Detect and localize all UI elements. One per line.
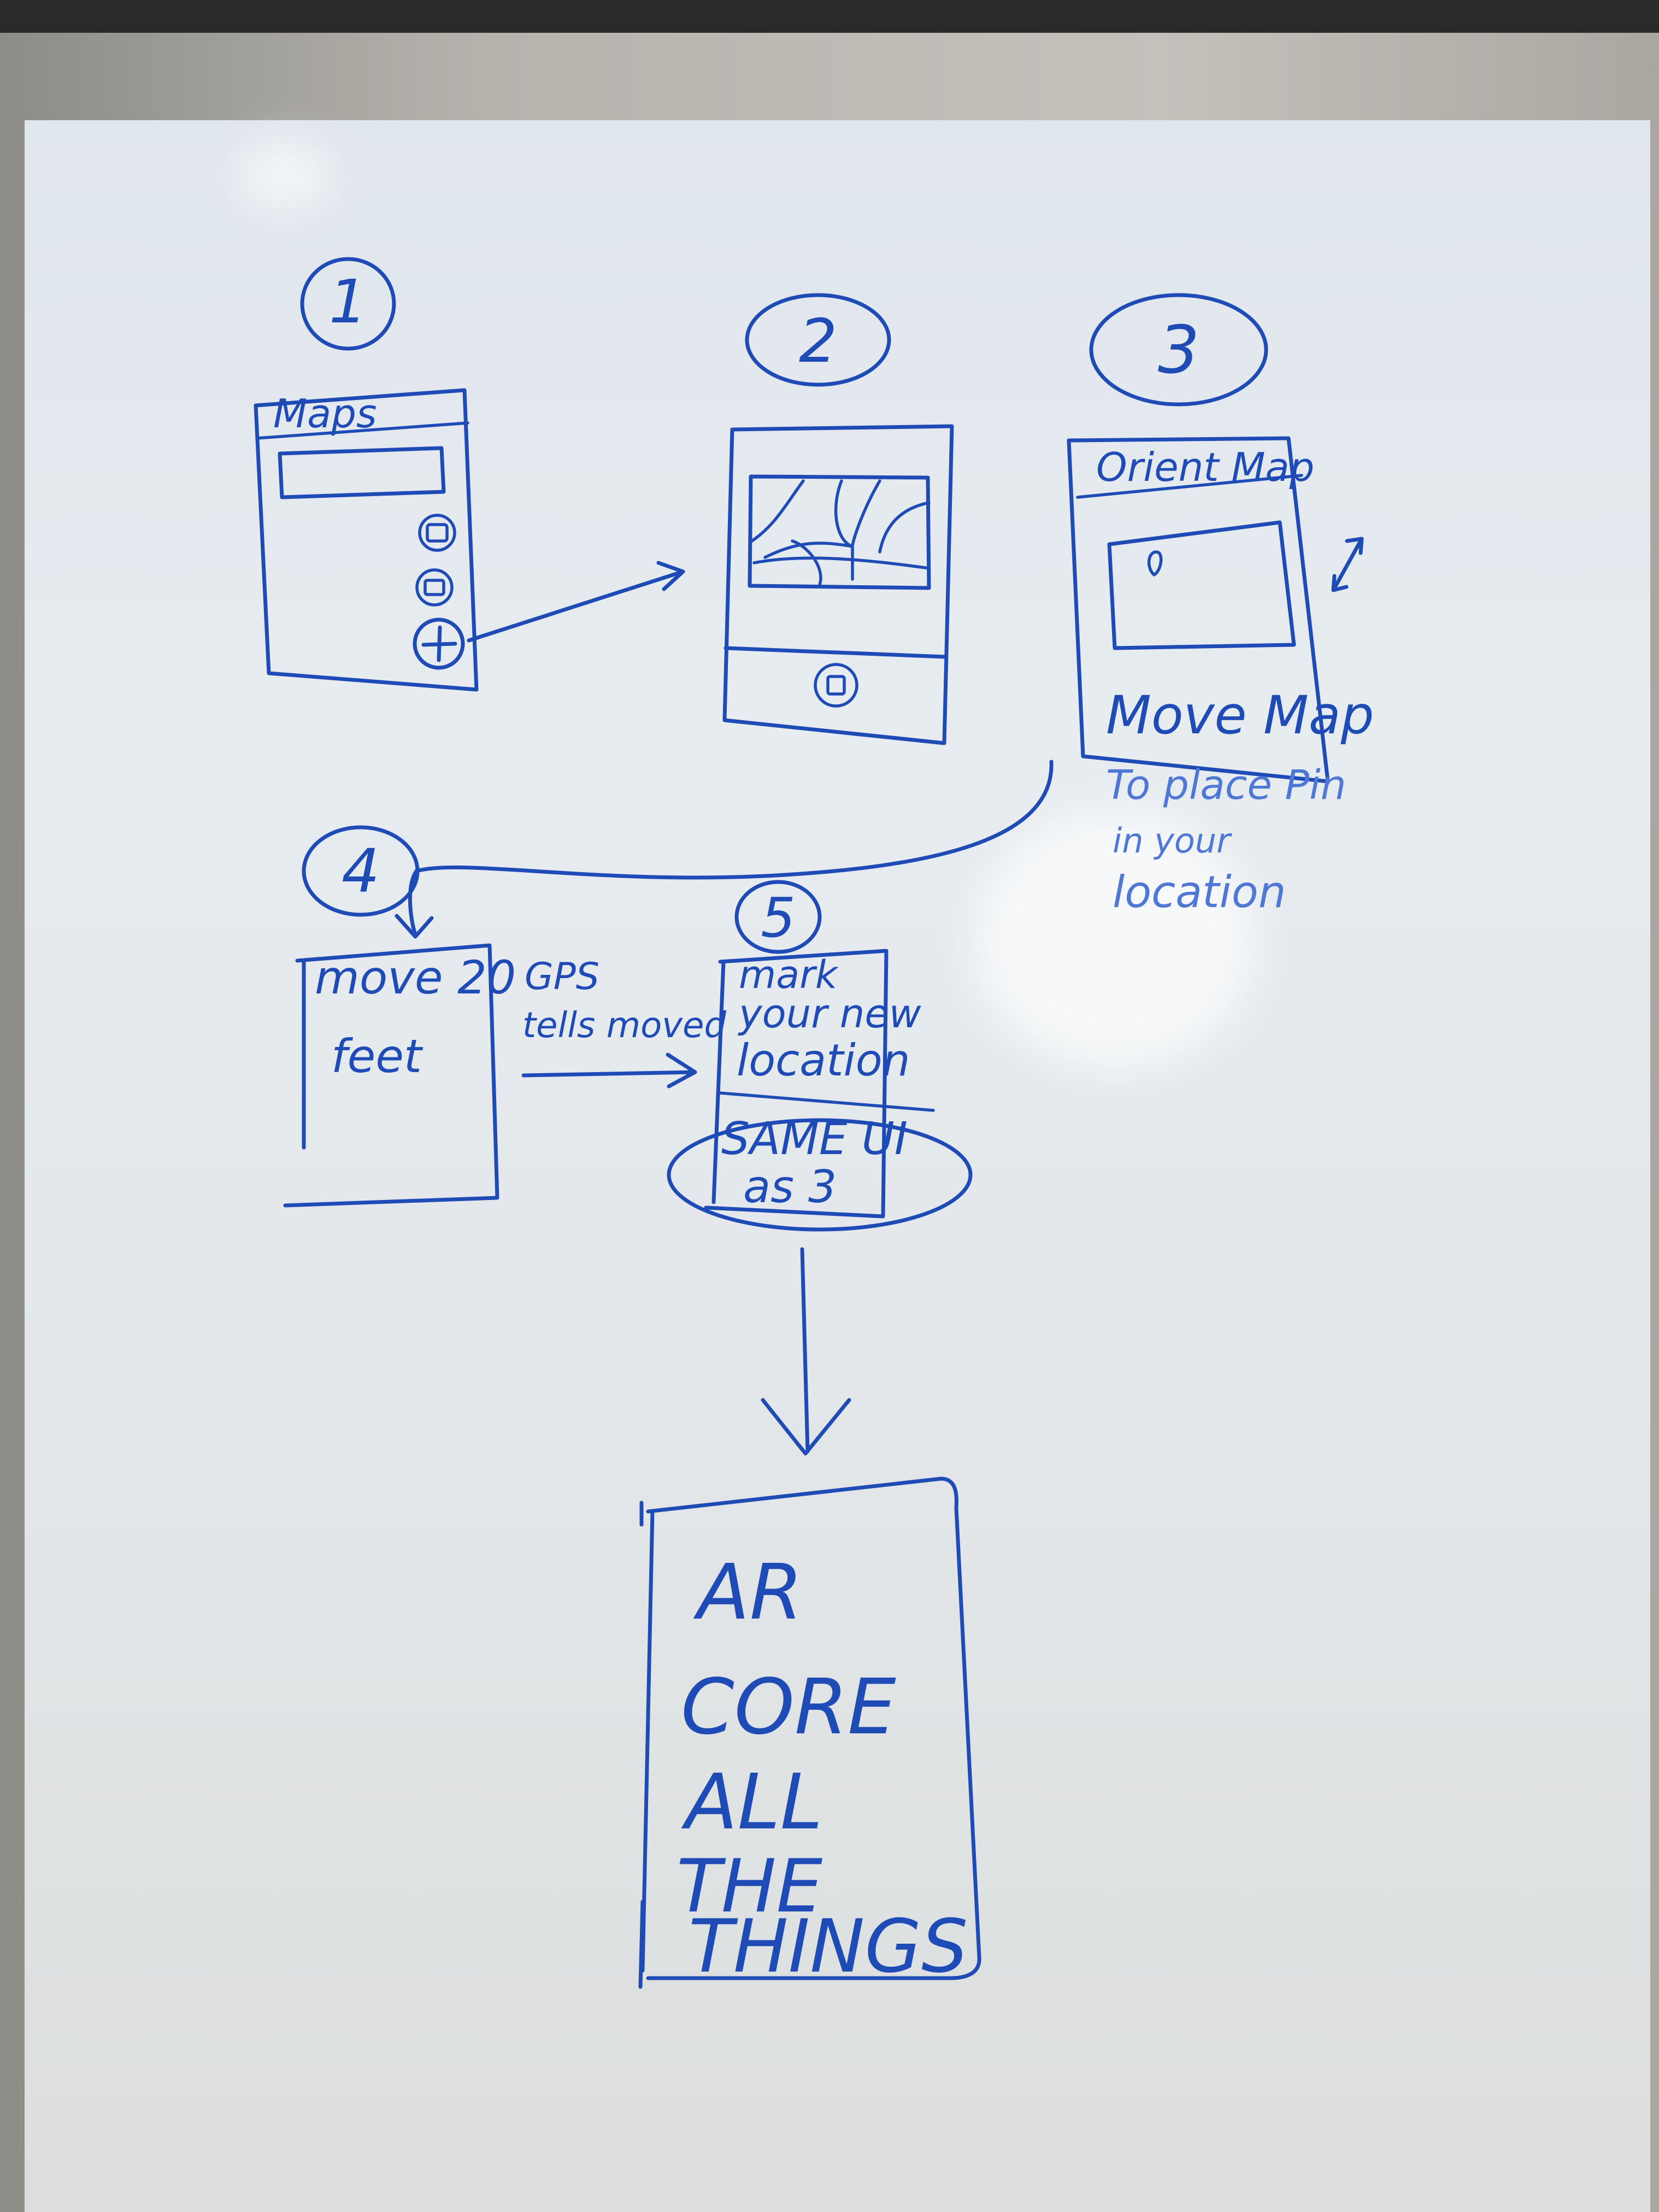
same-ui-ellipse: [667, 1118, 973, 1232]
light-glare-small: [235, 142, 333, 208]
step-2-map-frame: [748, 474, 931, 590]
step-1-search-box: [278, 446, 446, 499]
resize-icon: [1331, 537, 1364, 592]
step-5-number: 5: [761, 886, 796, 950]
step-1-number: 1: [329, 267, 367, 337]
arrow-step1-to-step2: [467, 561, 685, 643]
step-3-body: Move Map: [1106, 685, 1374, 746]
arrow-step5-to-final: [761, 1247, 851, 1456]
pin-icon: [1147, 550, 1163, 576]
step-1-phone: [254, 388, 479, 692]
step-4-number: 4: [342, 836, 380, 906]
gps-label-2: tells moved: [522, 1005, 726, 1046]
step-5-line-3: location: [737, 1035, 910, 1086]
step-1-camera-button: [418, 514, 456, 552]
camera-icon: [426, 523, 449, 543]
step-2-phone: [722, 424, 954, 745]
step-1-add-button: [413, 617, 465, 670]
step-2-number: 2: [799, 306, 837, 376]
step-2-circle: [745, 293, 891, 387]
step-3-note-3: location: [1113, 867, 1286, 917]
folder-icon: [423, 579, 445, 596]
step-4-phone: [283, 943, 499, 1208]
step-4-line-2: feet: [331, 1029, 423, 1083]
step-3-phone: [1067, 436, 1330, 784]
step-1-folder-button: [415, 568, 454, 607]
final-phone: [638, 1476, 981, 1989]
arrow-step3-to-step4: [395, 760, 1054, 939]
step-4-circle: [302, 825, 420, 917]
step-3-title: Orient Map: [1096, 444, 1314, 490]
same-ui-line-1: SAME UI: [721, 1113, 908, 1165]
plus-icon: [421, 625, 457, 662]
step-5-line-2: your new: [738, 991, 921, 1037]
step-1-header-line: [255, 421, 469, 440]
step-1-circle: [300, 257, 396, 351]
step-3-number: 3: [1158, 313, 1199, 389]
step-5-phone: [704, 949, 889, 1219]
final-line-2: CORE: [681, 1663, 896, 1752]
step-2-map-roads: [750, 479, 931, 586]
final-line-1: AR: [693, 1548, 803, 1637]
step-5-line-1: mark: [739, 952, 839, 997]
step-5-underline: [717, 1091, 935, 1112]
step-2-button: [814, 663, 858, 708]
same-ui-line-2: as 3: [743, 1161, 837, 1213]
step-3-note-2: in your: [1113, 821, 1232, 861]
step-5-circle: [734, 880, 822, 954]
step-4-line-1: move 20: [315, 951, 516, 1004]
light-glare: [973, 809, 1257, 1071]
camera-icon: [826, 675, 846, 696]
step-3-map-frame: [1107, 520, 1296, 650]
gps-label-1: GPS: [525, 955, 599, 998]
final-line-4: THE: [676, 1844, 823, 1929]
final-line-3: ALL: [681, 1758, 823, 1847]
step-3-note-1: To place Pin: [1106, 762, 1346, 809]
step-3-circle: [1089, 293, 1268, 407]
step-3-header-line: [1076, 474, 1303, 499]
step-1-title: Maps: [273, 391, 376, 437]
arrow-step4-to-step5: [521, 1052, 697, 1089]
step-2-bottom-bar-line: [723, 646, 948, 659]
whiteboard-surface: [25, 120, 1650, 2212]
final-line-5: THINGS: [689, 1904, 968, 1989]
